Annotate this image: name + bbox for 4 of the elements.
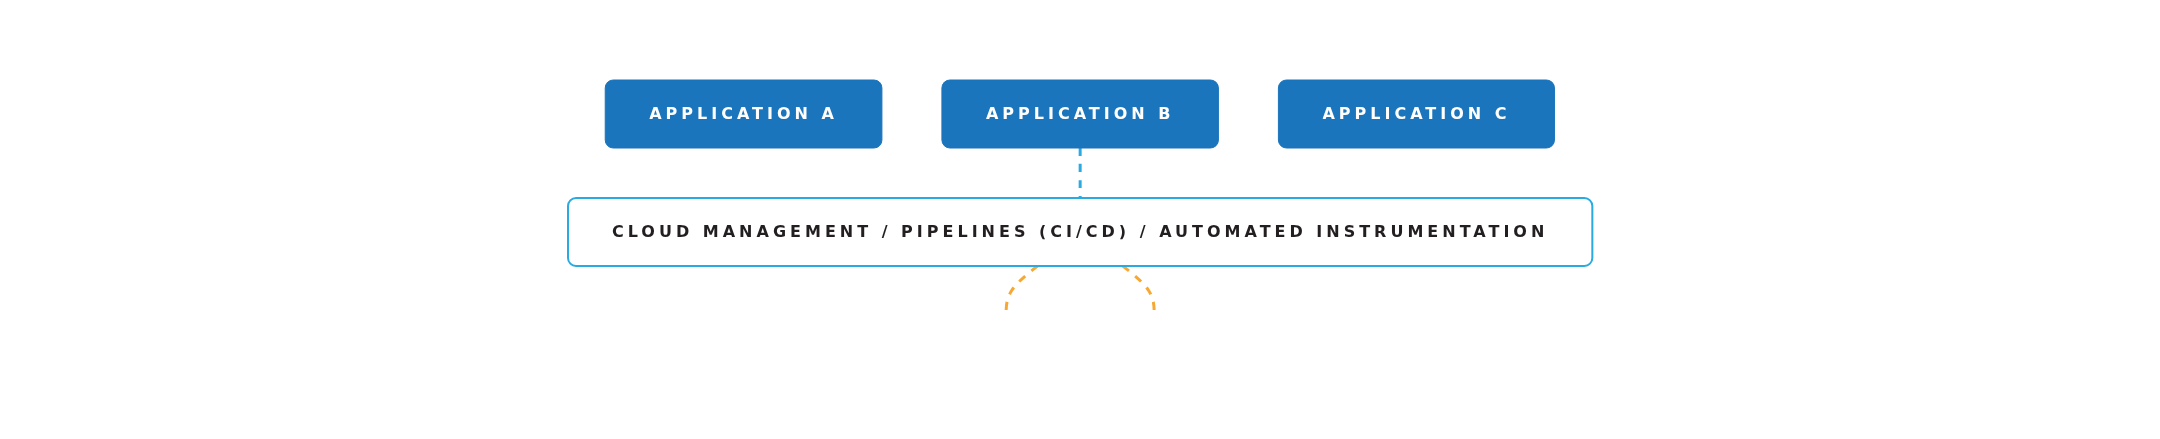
node-box: APPLICATION B [941, 79, 1219, 148]
node-box: CLOUD MANAGEMENT / PIPELINES (CI/CD) / AUTOMATED INSTRUMENTATION [566, 196, 1594, 267]
node-box: APPLICATION A [604, 79, 883, 148]
node-box: APPLICATION C [1277, 79, 1555, 148]
